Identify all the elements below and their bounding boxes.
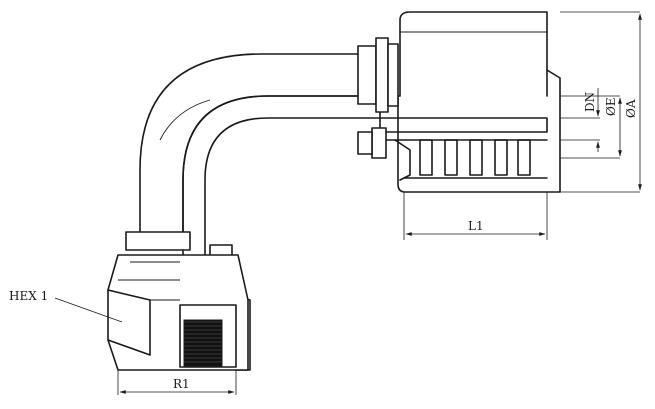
hex-leader [54, 297, 123, 323]
r1-label: R1 [173, 377, 190, 391]
socket-collar [357, 37, 399, 159]
hex-label: HEX 1 [9, 289, 48, 303]
dimension-diameters [560, 11, 642, 193]
dn-label: DN [583, 92, 597, 112]
dimension-l1 [403, 192, 548, 240]
l1-label: L1 [468, 219, 484, 233]
a-diameter-label: ØA [624, 99, 638, 118]
ferrule-socket [379, 11, 561, 193]
e-diameter-label: ØE [604, 97, 618, 116]
elbow-tube [139, 53, 361, 233]
swivel-nut [107, 231, 249, 371]
dimension-r1 [117, 370, 237, 395]
